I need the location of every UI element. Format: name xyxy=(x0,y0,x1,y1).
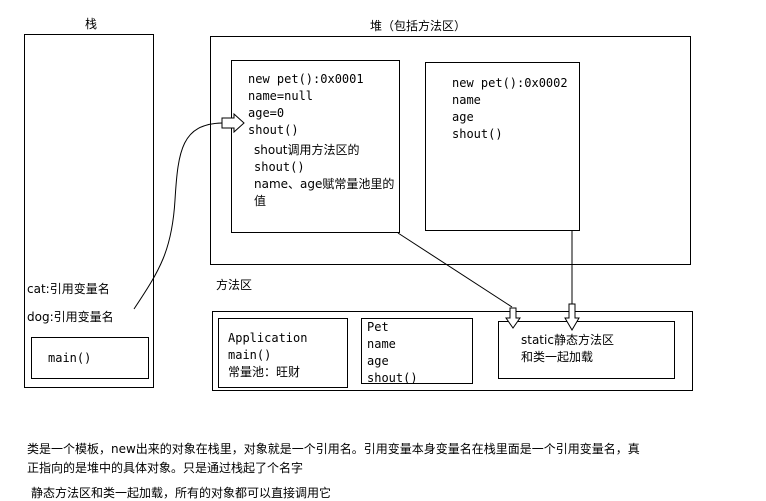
dog-reference-arrowhead xyxy=(221,112,245,134)
object2-field-shout: shout() xyxy=(452,127,503,141)
object2-to-static-arrowhead xyxy=(564,303,580,331)
dog-reference-arrow xyxy=(133,122,223,310)
heap-object-1 xyxy=(231,60,400,233)
notes-line-3: 静态方法区和类一起加载，所有的对象都可以直接调用它 xyxy=(31,486,332,500)
application-box xyxy=(218,318,348,388)
method-area-title: 方法区 xyxy=(216,278,253,292)
object2-field-age: age xyxy=(452,110,474,124)
stack-box xyxy=(24,34,154,388)
heap-box xyxy=(210,36,691,265)
object2-header: new pet():0x0002 xyxy=(452,76,568,90)
method-area-box xyxy=(212,311,693,391)
application-constant-pool: 常量池：旺财 xyxy=(228,365,301,379)
object1-note-line-1: shout调用方法区的 xyxy=(254,143,360,157)
stack-title: 栈 xyxy=(85,17,98,31)
application-class-label: Application xyxy=(228,331,308,345)
stack-cat-ref: cat:引用变量名 xyxy=(27,282,110,296)
application-main-label: main() xyxy=(228,348,272,362)
pet-method-shout: shout() xyxy=(367,371,418,385)
stack-main-label: main() xyxy=(48,351,92,365)
notes-line-2: 正指向的是堆中的具体对象。只是通过栈起了个名字 xyxy=(27,461,304,475)
object1-to-static-arrowhead xyxy=(505,307,521,329)
pet-class-label: Pet xyxy=(367,320,389,334)
object1-note-line-2: shout() xyxy=(254,160,305,174)
object1-field-shout: shout() xyxy=(248,123,299,137)
object1-field-name: name=null xyxy=(248,89,314,103)
notes-line-1: 类是一个模板，new出来的对象在栈里，对象就是一个引用名。引用变量本身变量名在栈… xyxy=(27,442,640,456)
static-method-line-2: 和类一起加载 xyxy=(521,350,594,364)
static-method-box xyxy=(498,321,675,379)
pet-field-age: age xyxy=(367,354,389,368)
object1-note-line-4: 值 xyxy=(254,194,267,208)
object1-to-static-line xyxy=(397,232,513,308)
heap-object-2 xyxy=(425,62,580,231)
pet-class-box xyxy=(361,318,473,384)
object1-header: new pet():0x0001 xyxy=(248,72,364,86)
object2-field-name: name xyxy=(452,93,481,107)
stack-dog-ref: dog:引用变量名 xyxy=(27,310,114,324)
pet-field-name: name xyxy=(367,337,396,351)
object1-field-age: age=0 xyxy=(248,106,285,120)
object1-note-line-3: name、age赋常量池里的 xyxy=(254,177,395,191)
heap-title: 堆（包括方法区） xyxy=(370,19,467,33)
static-method-line-1: static静态方法区 xyxy=(521,333,614,347)
stack-main-frame xyxy=(31,337,149,379)
